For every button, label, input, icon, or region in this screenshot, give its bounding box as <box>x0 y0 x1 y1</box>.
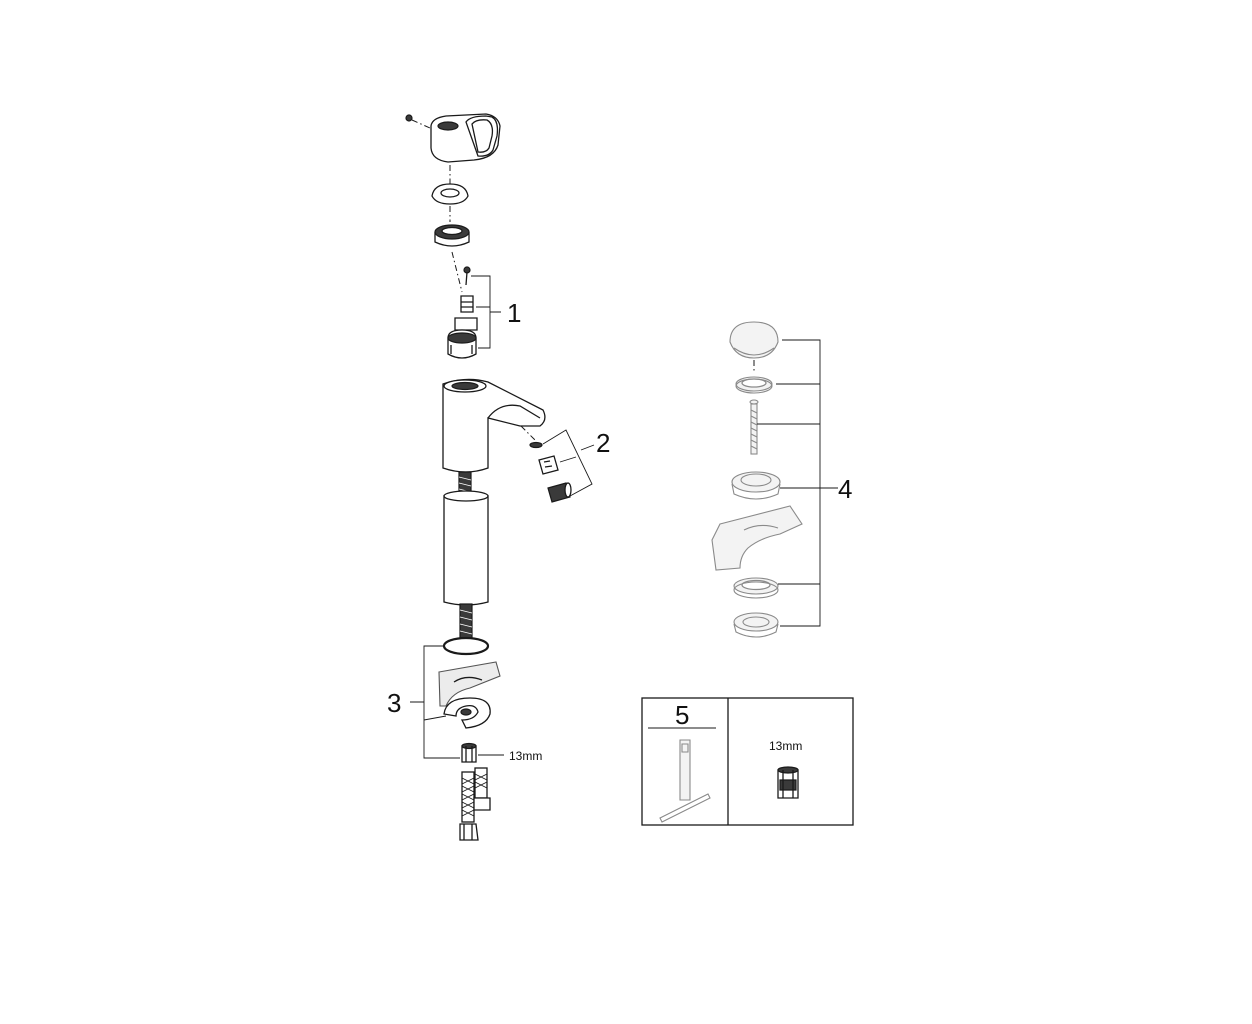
callout-bracket-1 <box>471 275 501 349</box>
t-key-tool <box>659 739 711 823</box>
tool-nut-size-label: 13mm <box>769 739 802 753</box>
tools-box: 5 13mm <box>641 697 854 826</box>
waste-cap <box>729 321 779 359</box>
mounting-nut <box>461 742 477 763</box>
waste-body-nut <box>733 612 779 638</box>
waste-washer <box>733 577 779 599</box>
threaded-rod-lower <box>459 603 473 639</box>
cartridge-set <box>447 266 478 359</box>
o-ring <box>442 636 490 656</box>
callout-bracket-4 <box>757 339 838 627</box>
fixing-horseshoe <box>443 697 491 729</box>
threaded-ring <box>434 224 470 247</box>
socket-nut-tool <box>777 766 799 799</box>
waste-seal <box>735 376 773 394</box>
flexible-hoses <box>459 767 491 841</box>
callout-4: 4 <box>838 474 852 504</box>
threaded-rod-upper <box>458 471 472 497</box>
callout-1: 1 <box>507 298 521 328</box>
callout-bracket-2 <box>542 429 595 497</box>
faucet-body <box>442 378 546 473</box>
basin-section <box>711 505 803 571</box>
nut-size-label: 13mm <box>509 749 542 763</box>
extension-sleeve <box>443 490 489 606</box>
counter-washer <box>438 661 501 707</box>
callout-5: 5 <box>675 700 689 730</box>
waste-screw <box>749 399 759 455</box>
waste-flange <box>731 471 781 500</box>
waste-assembly: 4 <box>711 321 852 638</box>
callout-bracket-3 <box>410 645 460 759</box>
callout-3: 3 <box>387 688 401 718</box>
cover-cap <box>431 183 469 205</box>
aerator-set <box>520 425 572 503</box>
faucet-assembly: 1 2 <box>387 113 610 841</box>
handle-lever <box>405 113 501 163</box>
callout-2: 2 <box>596 428 610 458</box>
